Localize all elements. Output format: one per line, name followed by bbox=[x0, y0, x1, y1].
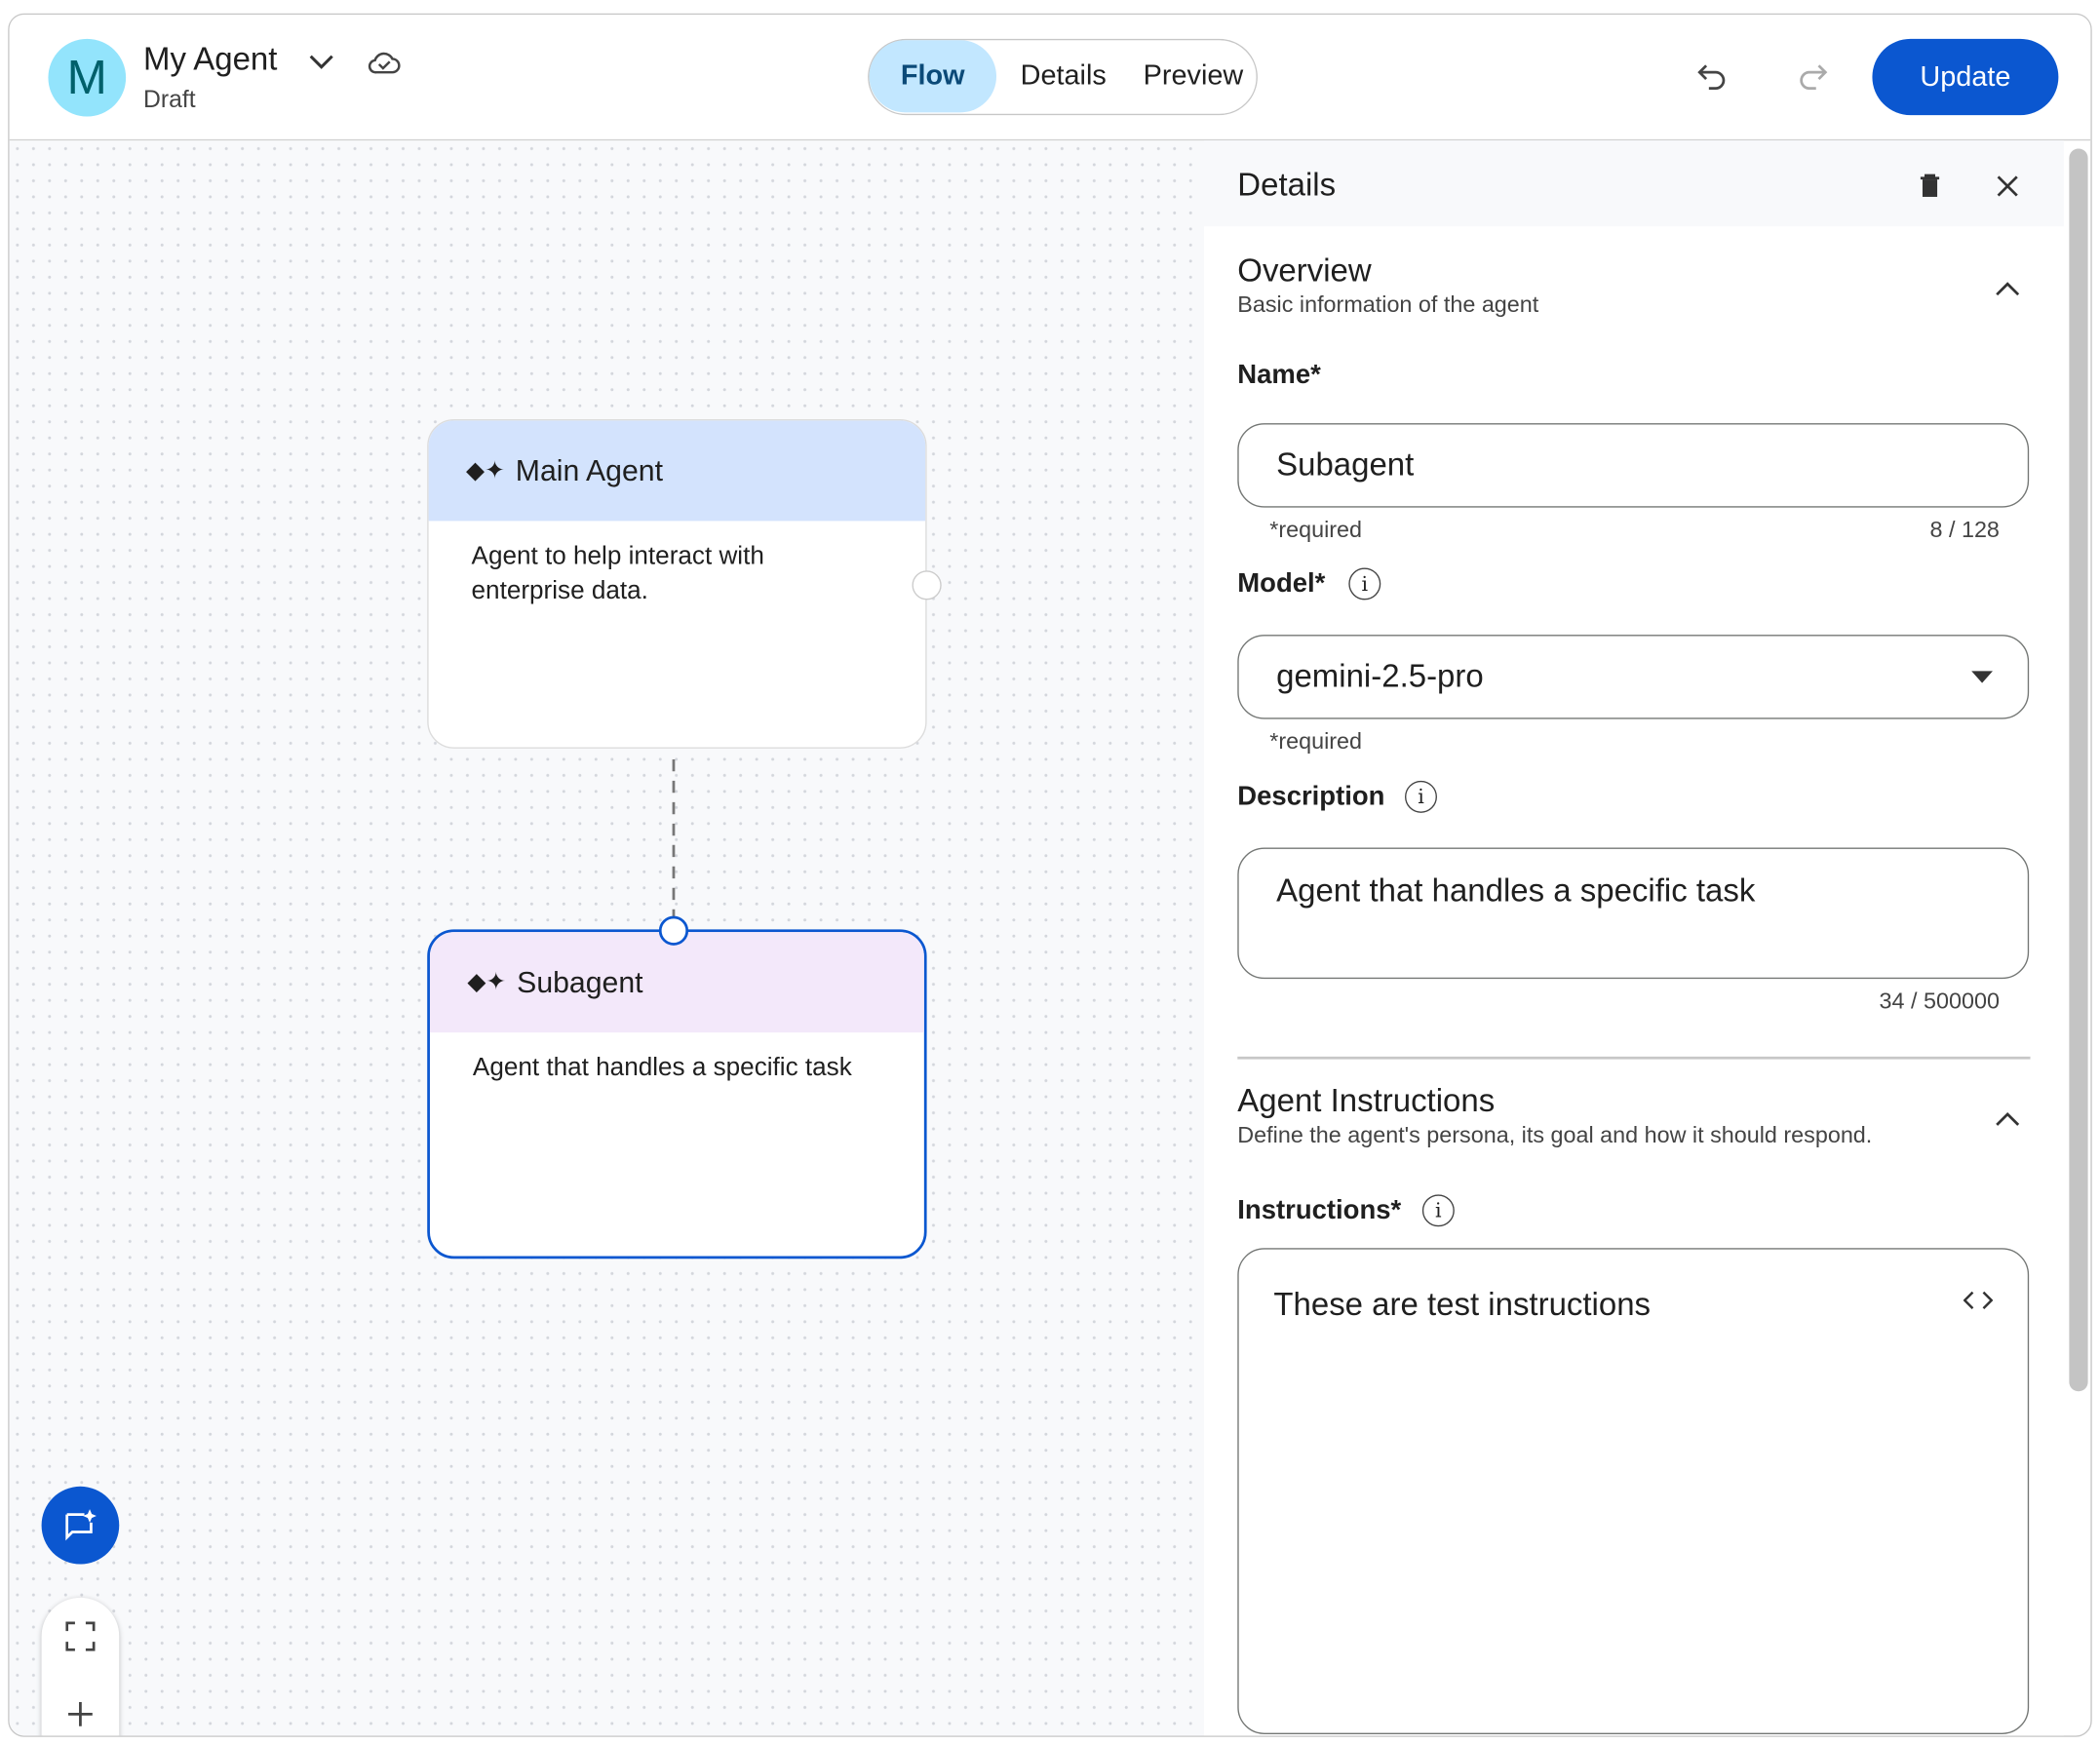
instructions-section-subtitle: Define the agent's persona, its goal and… bbox=[1237, 1122, 1873, 1148]
description-textarea[interactable]: Agent that handles a specific task bbox=[1237, 847, 2030, 980]
chevron-down-icon[interactable] bbox=[307, 51, 336, 72]
panel-title: Details bbox=[1237, 167, 1337, 204]
tab-preview[interactable]: Preview bbox=[1143, 59, 1244, 92]
ai-chat-button[interactable] bbox=[41, 1486, 120, 1565]
section-divider bbox=[1237, 1056, 2031, 1059]
description-char-count: 34 / 500000 bbox=[1879, 988, 2000, 1014]
instructions-editor[interactable]: These are test instructions bbox=[1237, 1248, 2030, 1734]
avatar[interactable]: M bbox=[48, 38, 127, 117]
code-icon[interactable] bbox=[1963, 1291, 1994, 1309]
zoom-in-button[interactable] bbox=[42, 1675, 120, 1735]
node-title: Subagent bbox=[517, 964, 643, 999]
description-label: Description bbox=[1237, 782, 1385, 812]
model-select[interactable]: gemini-2.5-pro bbox=[1237, 635, 2030, 719]
instructions-value: These are test instructions bbox=[1273, 1287, 1652, 1324]
close-icon[interactable] bbox=[1996, 174, 2020, 199]
sparkle-icon: ◆✦ bbox=[467, 968, 507, 995]
scrollbar[interactable] bbox=[2069, 148, 2088, 1392]
view-tabs: Flow Details Preview bbox=[868, 38, 1258, 116]
cloud-done-icon[interactable] bbox=[367, 48, 402, 74]
info-icon[interactable]: i bbox=[1421, 1194, 1455, 1227]
name-input[interactable]: Subagent bbox=[1237, 423, 2030, 508]
zoom-controls bbox=[41, 1597, 120, 1736]
chevron-up-icon[interactable] bbox=[1994, 1108, 2020, 1127]
agent-status: Draft bbox=[142, 85, 196, 113]
node-description: Agent to help interact with enterprise d… bbox=[471, 542, 764, 605]
overview-title: Overview bbox=[1237, 252, 1372, 290]
flow-canvas[interactable]: ◆✦ Main Agent Agent to help interact wit… bbox=[9, 140, 1204, 1736]
redo-icon[interactable] bbox=[1795, 60, 1830, 93]
app-window: M My Agent Draft Flow Details Preview Up… bbox=[8, 13, 2092, 1737]
node-title: Main Agent bbox=[515, 452, 664, 487]
connection-line bbox=[672, 758, 676, 920]
top-bar: M My Agent Draft Flow Details Preview Up… bbox=[9, 15, 2091, 141]
name-char-count: 8 / 128 bbox=[1929, 517, 2000, 543]
node-main-agent[interactable]: ◆✦ Main Agent Agent to help interact wit… bbox=[427, 418, 927, 749]
info-icon[interactable]: i bbox=[1348, 567, 1381, 601]
node-subagent[interactable]: ◆✦ Subagent Agent that handles a specifi… bbox=[427, 929, 927, 1260]
name-hint: *required bbox=[1269, 517, 1363, 543]
panel-header: Details bbox=[1203, 140, 2064, 227]
node-description: Agent that handles a specific task bbox=[472, 1054, 852, 1082]
fit-view-button[interactable] bbox=[42, 1598, 120, 1676]
plus-icon bbox=[68, 1701, 93, 1726]
info-icon[interactable]: i bbox=[1405, 780, 1437, 813]
agent-title: My Agent bbox=[142, 41, 278, 78]
sparkle-icon: ◆✦ bbox=[466, 456, 505, 484]
chevron-up-icon[interactable] bbox=[1994, 279, 2020, 297]
name-label: Name* bbox=[1237, 360, 1321, 390]
chat-spark-icon bbox=[65, 1509, 97, 1541]
model-label: Model* bbox=[1237, 568, 1326, 600]
update-button[interactable]: Update bbox=[1872, 38, 2059, 116]
undo-icon[interactable] bbox=[1695, 60, 1731, 93]
instructions-label: Instructions* bbox=[1237, 1195, 1402, 1225]
input-handle[interactable] bbox=[658, 915, 689, 946]
tab-flow[interactable]: Flow bbox=[869, 40, 997, 113]
overview-subtitle: Basic information of the agent bbox=[1237, 291, 1539, 318]
fullscreen-icon bbox=[65, 1621, 96, 1651]
details-panel: Details Overview Basic information of th… bbox=[1203, 140, 2064, 1736]
model-hint: *required bbox=[1269, 728, 1363, 755]
trash-icon[interactable] bbox=[1918, 173, 1942, 199]
model-value: gemini-2.5-pro bbox=[1276, 658, 1484, 695]
tab-details[interactable]: Details bbox=[1020, 59, 1107, 92]
instructions-section-title: Agent Instructions bbox=[1237, 1083, 1496, 1120]
output-handle[interactable] bbox=[912, 570, 942, 601]
dropdown-arrow-icon bbox=[1971, 671, 1994, 683]
